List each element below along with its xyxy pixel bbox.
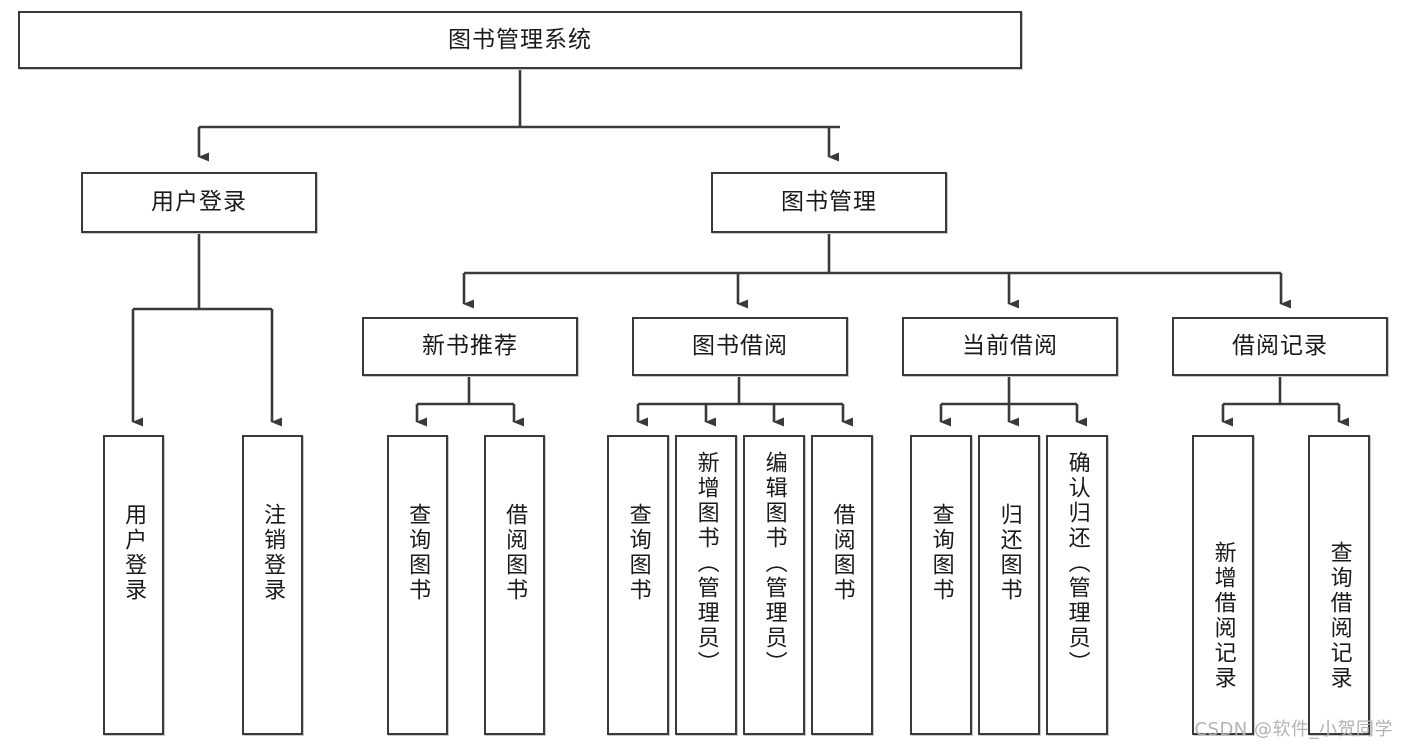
node-label: 图书管理	[781, 189, 877, 216]
node-borrow-record[interactable]: 借阅记录	[1172, 317, 1388, 376]
node-label: 编辑图书（管理员）	[761, 451, 787, 676]
node-label: 新增借阅记录	[1210, 541, 1236, 691]
node-book-borrow[interactable]: 图书借阅	[632, 317, 848, 376]
leaf-current-borrow-return-book[interactable]: 归还图书	[978, 435, 1040, 735]
leaf-borrow-record-query-record[interactable]: 查询借阅记录	[1308, 435, 1370, 735]
node-label: 查询图书	[928, 503, 954, 603]
node-label: 图书借阅	[692, 333, 788, 360]
node-root-book-management-system[interactable]: 图书管理系统	[18, 11, 1022, 69]
leaf-user-login-login[interactable]: 用户登录	[103, 435, 164, 735]
node-label: 新书推荐	[422, 333, 518, 360]
leaf-current-borrow-query-book[interactable]: 查询图书	[910, 435, 972, 735]
node-user-login[interactable]: 用户登录	[81, 172, 317, 233]
node-label: 查询图书	[405, 503, 431, 603]
node-new-book-recommend[interactable]: 新书推荐	[362, 317, 578, 376]
node-label: 用户登录	[151, 189, 247, 216]
node-label: 借阅图书	[502, 503, 528, 603]
node-label: 用户登录	[121, 503, 147, 603]
node-label: 查询借阅记录	[1326, 541, 1352, 691]
leaf-book-borrow-query-book[interactable]: 查询图书	[607, 435, 669, 735]
node-label: 归还图书	[996, 503, 1022, 603]
node-label: 借阅记录	[1232, 333, 1328, 360]
csdn-watermark: CSDN @软件_小贺同学	[1194, 719, 1393, 740]
leaf-book-borrow-edit-book-admin[interactable]: 编辑图书（管理员）	[743, 435, 805, 735]
node-label: 注销登录	[260, 503, 286, 603]
node-current-borrow[interactable]: 当前借阅	[902, 317, 1118, 376]
leaf-current-borrow-confirm-return-admin[interactable]: 确认归还（管理员）	[1046, 435, 1108, 735]
node-book-management[interactable]: 图书管理	[711, 172, 947, 233]
node-label: 当前借阅	[962, 333, 1058, 360]
node-label: 图书管理系统	[448, 26, 592, 53]
leaf-book-borrow-add-book-admin[interactable]: 新增图书（管理员）	[675, 435, 737, 735]
node-label: 确认归还（管理员）	[1064, 451, 1090, 676]
leaf-book-borrow-borrow-book[interactable]: 借阅图书	[811, 435, 873, 735]
leaf-user-login-logout[interactable]: 注销登录	[242, 435, 303, 735]
node-label: 新增图书（管理员）	[693, 451, 719, 676]
node-label: 借阅图书	[829, 503, 855, 603]
leaf-new-book-borrow-book[interactable]: 借阅图书	[484, 435, 545, 735]
leaf-new-book-query-book[interactable]: 查询图书	[387, 435, 448, 735]
node-label: 查询图书	[625, 503, 651, 603]
leaf-borrow-record-add-record[interactable]: 新增借阅记录	[1192, 435, 1254, 735]
